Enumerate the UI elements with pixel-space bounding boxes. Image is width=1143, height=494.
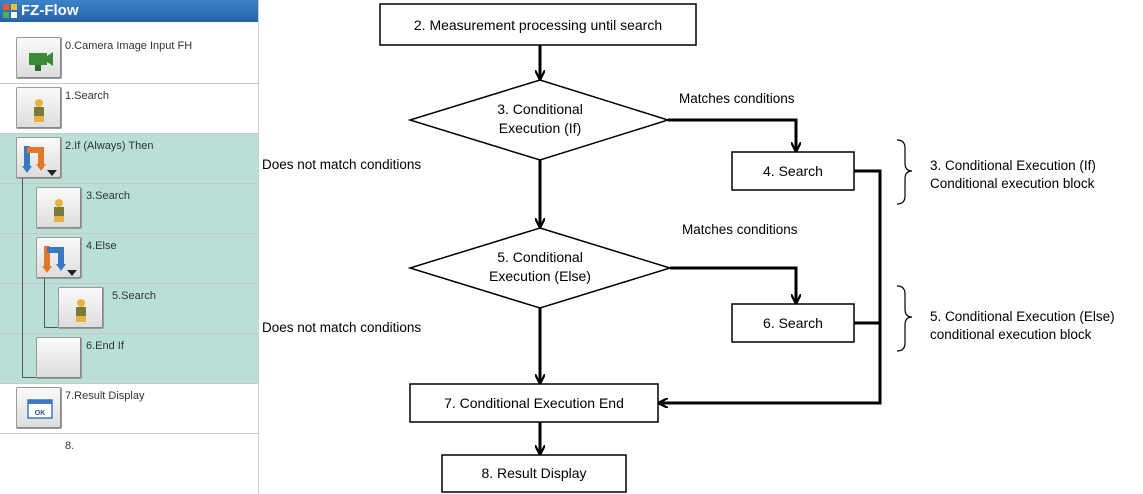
app-icon xyxy=(3,4,17,18)
node-measurement-processing-label: 2. Measurement processing until search xyxy=(414,17,662,33)
edge-label-matches-1: Matches conditions xyxy=(679,91,795,106)
node-result-display xyxy=(441,454,627,493)
decision-if-label-1: 3. Conditional xyxy=(497,101,583,117)
blank-icon[interactable] xyxy=(36,337,82,379)
flow-step-5[interactable]: 5.Search xyxy=(0,284,258,334)
flow-step-label: 8. xyxy=(65,440,75,452)
bracket-else-label-2: conditional execution block xyxy=(930,327,1092,342)
tree-line xyxy=(22,377,36,378)
flow-step-label: 7.Result Display xyxy=(65,390,145,402)
bracket-if-label-1: 3. Conditional Execution (If) xyxy=(930,158,1096,173)
node-search-6-label: 6. Search xyxy=(763,315,823,331)
search-figure-icon[interactable] xyxy=(16,87,62,129)
bracket-if-block xyxy=(896,139,913,205)
node-search-4 xyxy=(731,151,855,191)
edge-label-no-match-1: Does not match conditions xyxy=(262,157,422,172)
decision-if-label-2: Execution (If) xyxy=(499,120,581,136)
edge-label-no-match-2: Does not match conditions xyxy=(262,320,422,335)
edge-3-to-4 xyxy=(668,118,796,150)
tree-line xyxy=(22,178,23,378)
flow-titlebar: FZ-Flow xyxy=(0,0,258,22)
tree-line xyxy=(44,278,45,328)
node-search-6 xyxy=(731,303,855,343)
node-search-4-label: 4. Search xyxy=(763,163,823,179)
node-measurement-processing xyxy=(379,3,697,46)
branch-arrow-icon[interactable] xyxy=(36,237,82,279)
bracket-if-label-2: Conditional execution block xyxy=(930,176,1095,191)
flow-step-2[interactable]: 2.If (Always) Then xyxy=(0,134,258,184)
decision-else-label-2: Execution (Else) xyxy=(489,268,591,284)
node-conditional-end-label: 7. Conditional Execution End xyxy=(444,395,624,411)
flow-step-label: 5.Search xyxy=(112,290,157,302)
flow-step-7[interactable]: OK 7.Result Display xyxy=(0,384,258,434)
search-figure-icon[interactable] xyxy=(58,287,104,329)
flow-step-3[interactable]: 3.Search xyxy=(0,184,258,234)
flow-step-6[interactable]: 6.End If xyxy=(0,334,258,384)
edge-5-to-6 xyxy=(670,266,796,302)
flow-step-1[interactable]: 1.Search xyxy=(0,84,258,134)
flow-step-0[interactable]: 0.Camera Image Input FH xyxy=(0,34,258,84)
tree-line xyxy=(44,327,58,328)
ok-text: OK xyxy=(35,410,46,417)
node-result-display-label: 8. Result Display xyxy=(481,465,586,481)
search-figure-icon[interactable] xyxy=(36,187,82,229)
edge-4-to-7 xyxy=(660,169,882,403)
node-conditional-end xyxy=(409,383,659,423)
flow-title: FZ-Flow xyxy=(21,2,79,19)
camera-icon[interactable] xyxy=(16,37,62,79)
decision-else-label-1: 5. Conditional xyxy=(497,249,583,265)
flow-panel: FZ-Flow 0.Camera Image Input FH 1.Search xyxy=(0,0,259,494)
flow-step-label: 4.Else xyxy=(86,240,117,252)
flow-step-label: 2.If (Always) Then xyxy=(65,140,154,152)
branch-arrow-icon[interactable] xyxy=(16,137,62,179)
ok-window-icon[interactable]: OK xyxy=(16,387,62,429)
flow-step-label: 3.Search xyxy=(86,190,131,202)
flow-step-label: 0.Camera Image Input FH xyxy=(65,40,193,52)
flow-step-label: 1.Search xyxy=(65,90,110,102)
flow-step-8[interactable]: 8. xyxy=(0,434,258,484)
flow-step-label: 6.End If xyxy=(86,340,124,352)
bracket-else-label-1: 5. Conditional Execution (Else) xyxy=(930,309,1115,324)
flow-step-4[interactable]: 4.Else xyxy=(0,234,258,284)
edge-label-matches-2: Matches conditions xyxy=(682,222,798,237)
bracket-else-block xyxy=(896,285,913,352)
